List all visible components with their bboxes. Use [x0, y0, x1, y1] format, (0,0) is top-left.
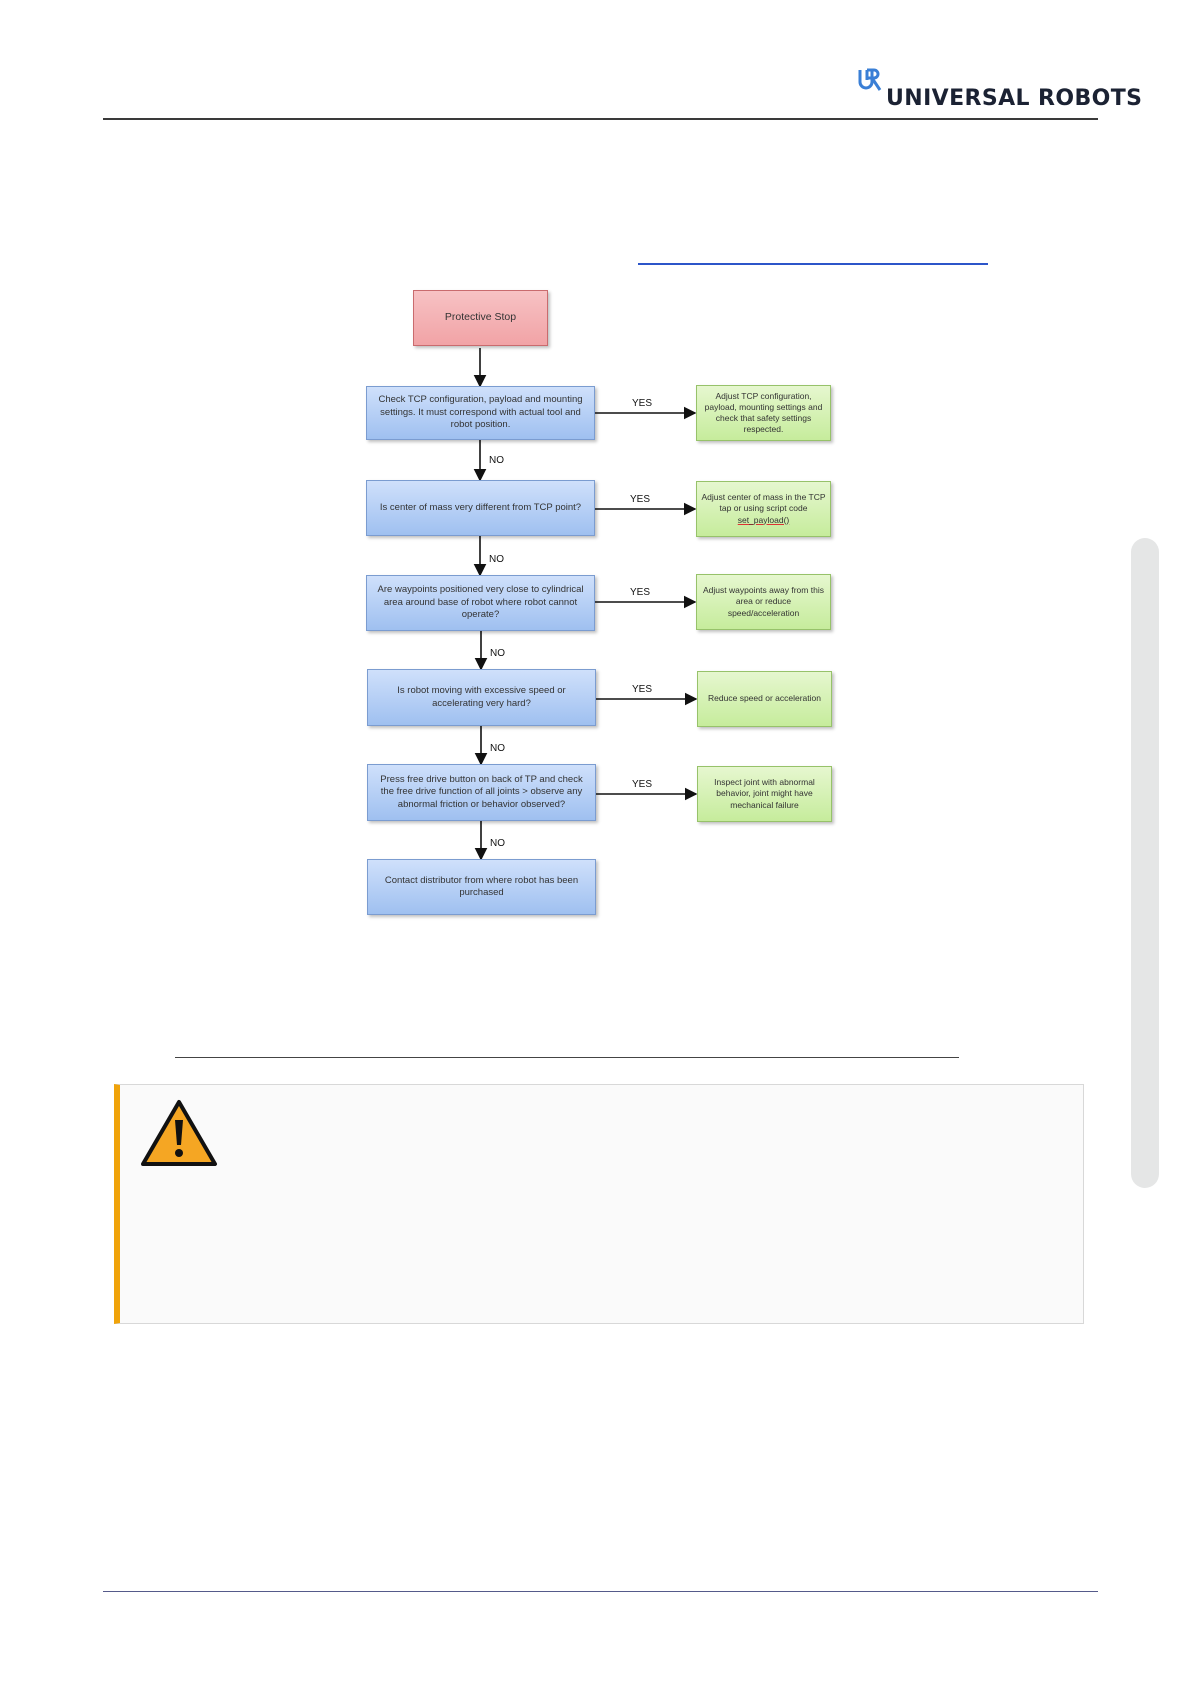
flowchart-start-box: Protective Stop — [413, 290, 548, 346]
header-rule — [103, 118, 1098, 120]
action-text-2: Adjust center of mass in the TCP tap or … — [701, 492, 826, 525]
yes-label-2: YES — [630, 494, 651, 505]
yes-label-5: YES — [632, 779, 653, 790]
action-box-4: Reduce speed or acceleration — [697, 671, 832, 727]
action-text-5: Inspect joint with abnormal behavior, jo… — [714, 777, 815, 810]
warning-triangle-icon — [141, 1100, 217, 1166]
yes-label-3: YES — [630, 587, 651, 598]
final-box: Contact distributor from where robot has… — [367, 859, 596, 915]
question-text-4: Is robot moving with excessive speed or … — [397, 685, 566, 709]
no-label-5: NO — [490, 838, 505, 849]
start-label: Protective Stop — [444, 311, 517, 324]
section-divider — [175, 1057, 959, 1058]
footer-rule — [103, 1591, 1098, 1592]
question-box-4: Is robot moving with excessive speed or … — [367, 669, 596, 726]
question-text-1: Check TCP configuration, payload and mou… — [378, 394, 583, 431]
action-text-2-main: Adjust center of mass in the TCP tap or … — [701, 492, 826, 514]
action-box-1: Adjust TCP configuration, payload, mount… — [696, 385, 831, 441]
warning-callout — [114, 1084, 1084, 1324]
question-box-1: Check TCP configuration, payload and mou… — [366, 386, 595, 440]
yes-label-1: YES — [632, 398, 653, 409]
action-text-1: Adjust TCP configuration, payload, mount… — [704, 390, 823, 435]
question-box-3: Are waypoints positioned very close to c… — [366, 575, 595, 631]
no-label-2: NO — [489, 554, 504, 565]
brand-name: UNIVERSAL ROBOTS — [886, 86, 1143, 111]
no-label-3: NO — [490, 648, 505, 659]
action-box-2: Adjust center of mass in the TCP tap or … — [696, 481, 831, 537]
yes-label-4: YES — [632, 684, 653, 695]
brand-logo: UNIVERSAL ROBOTS — [858, 64, 1142, 114]
action-text-4: Reduce speed or acceleration — [708, 693, 821, 704]
final-text: Contact distributor from where robot has… — [384, 874, 579, 898]
no-label-1: NO — [489, 455, 504, 466]
question-text-2: Is center of mass very different from TC… — [379, 501, 582, 513]
action-text-3: Adjust waypoints away from this area or … — [703, 585, 824, 618]
question-text-5: Press free drive button on back of TP an… — [380, 773, 583, 810]
no-label-4: NO — [490, 743, 505, 754]
scrollbar[interactable] — [1131, 538, 1159, 1188]
link-underline[interactable] — [638, 263, 988, 265]
question-text-3: Are waypoints positioned very close to c… — [377, 584, 584, 621]
script-code: set_payload() — [737, 514, 790, 525]
question-box-2: Is center of mass very different from TC… — [366, 480, 595, 536]
action-box-5: Inspect joint with abnormal behavior, jo… — [697, 766, 832, 822]
action-box-3: Adjust waypoints away from this area or … — [696, 574, 831, 630]
ur-logo-icon — [858, 68, 882, 91]
question-box-5: Press free drive button on back of TP an… — [367, 764, 596, 821]
